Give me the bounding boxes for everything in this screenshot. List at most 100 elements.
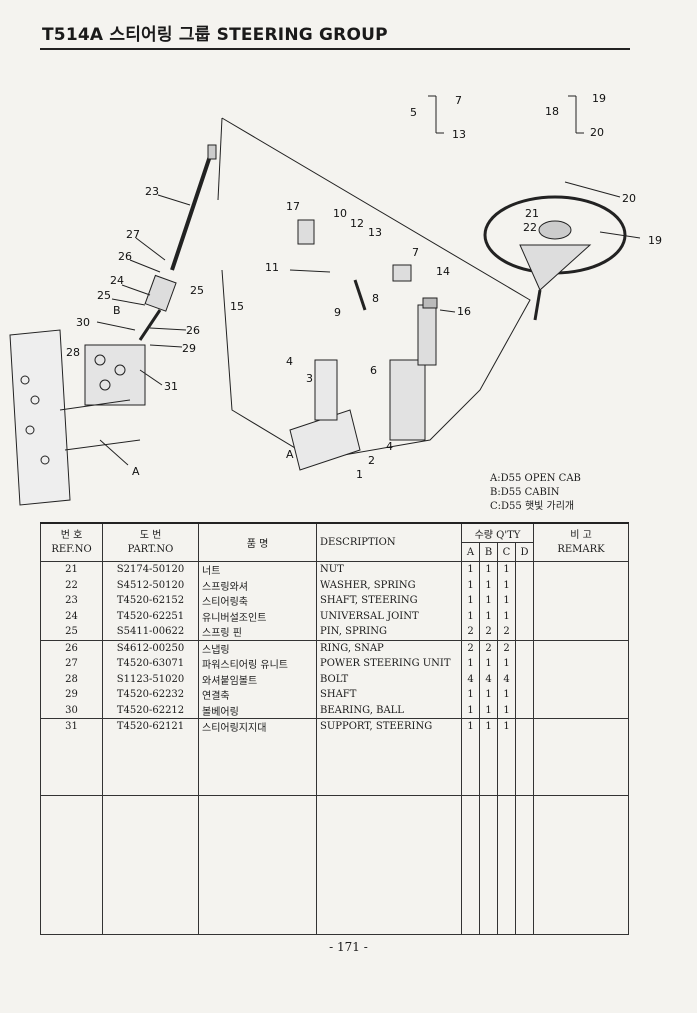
cell-remark [533, 656, 629, 672]
blank-cell [461, 795, 480, 854]
callout: 29 [182, 342, 196, 355]
blank-cell [461, 734, 480, 796]
blank-row [40, 734, 629, 796]
callout: B [113, 304, 121, 317]
col-desc: DESCRIPTION [316, 522, 462, 562]
cell-a: 1 [461, 656, 480, 672]
col-qty: 수량 Q'TY [461, 522, 534, 543]
cell-part: T4520-63071 [102, 656, 199, 672]
page-number: - 171 - [329, 940, 368, 954]
callout: A [286, 448, 294, 461]
cell-desc: SHAFT [316, 687, 462, 703]
cell-remark [533, 608, 629, 624]
callout: 14 [436, 265, 450, 278]
cell-desc: WASHER, SPRING [316, 577, 462, 593]
cell-a: 2 [461, 624, 480, 641]
cell-b: 1 [479, 702, 498, 719]
blank-cell [515, 893, 534, 935]
col-qty-c: C [497, 542, 516, 562]
cell-remark [533, 687, 629, 703]
callout: 25 [97, 289, 111, 302]
blank-cell [198, 734, 317, 796]
cell-no: 24 [40, 608, 103, 624]
blank-cell [497, 734, 516, 796]
cell-part: T4520-62152 [102, 593, 199, 609]
col-qty-d: D [515, 542, 534, 562]
cell-part: S4612-00250 [102, 640, 199, 656]
callout: A [132, 465, 140, 478]
callout: 28 [66, 346, 80, 359]
cell-no: 29 [40, 687, 103, 703]
callout: 24 [110, 274, 124, 287]
callout: 18 [545, 105, 559, 118]
cell-no: 21 [40, 561, 103, 578]
callout: 16 [457, 305, 471, 318]
cell-d [515, 561, 534, 578]
blank-cell [461, 893, 480, 935]
cell-desc: SUPPORT, STEERING [316, 718, 462, 735]
blank-cell [102, 853, 199, 894]
cell-desc: RING, SNAP [316, 640, 462, 656]
cell-no: 25 [40, 624, 103, 641]
cell-b: 1 [479, 593, 498, 609]
blank-cell [40, 853, 103, 894]
callout: 1 [356, 468, 363, 481]
blank-cell [461, 853, 480, 894]
blank-cell [479, 795, 498, 854]
cell-part: S1123-51020 [102, 671, 199, 687]
cell-c: 1 [497, 656, 516, 672]
callout: 21 [525, 207, 539, 220]
cell-b: 1 [479, 718, 498, 735]
cell-no: 26 [40, 640, 103, 656]
cell-c: 4 [497, 671, 516, 687]
cell-kr: 너트 [198, 561, 317, 578]
blank-cell [102, 893, 199, 935]
callout: 8 [372, 292, 379, 305]
cell-remark [533, 640, 629, 656]
cell-b: 1 [479, 561, 498, 578]
variant-legend: A:D55 OPEN CAB B:D55 CABIN C:D55 햇빛 가리개 [490, 472, 581, 514]
steering-support [9, 329, 71, 506]
legend-item: C:D55 햇빛 가리개 [490, 501, 575, 512]
cell-remark [533, 702, 629, 719]
cell-d [515, 702, 534, 719]
universal-joint [144, 274, 177, 312]
callout: 25 [190, 284, 204, 297]
cell-part: T4520-62232 [102, 687, 199, 703]
callout: 9 [334, 306, 341, 319]
cell-part: T4520-62251 [102, 608, 199, 624]
callout: 17 [286, 200, 300, 213]
legend-item: A:D55 OPEN CAB [490, 473, 581, 484]
callout: 31 [164, 380, 178, 393]
callout: 3 [306, 372, 313, 385]
cell-kr: 스냅링 [198, 640, 317, 656]
callout: 27 [126, 228, 140, 241]
cell-no: 22 [40, 577, 103, 593]
cell-a: 2 [461, 640, 480, 656]
cell-c: 2 [497, 640, 516, 656]
blank-cell [497, 795, 516, 854]
cell-desc: NUT [316, 561, 462, 578]
cell-a: 1 [461, 718, 480, 735]
cell-desc: POWER STEERING UNIT [316, 656, 462, 672]
steering-shaft [170, 149, 214, 271]
callout: 10 [333, 207, 347, 220]
cell-remark [533, 561, 629, 578]
cell-desc: BEARING, BALL [316, 702, 462, 719]
cell-c: 1 [497, 718, 516, 735]
callout: 26 [118, 250, 132, 263]
title-rule [40, 48, 630, 50]
callout: 4 [386, 440, 393, 453]
cell-kr: 와셔붙임볼트 [198, 671, 317, 687]
cell-part: T4520-62121 [102, 718, 199, 735]
cell-a: 1 [461, 593, 480, 609]
